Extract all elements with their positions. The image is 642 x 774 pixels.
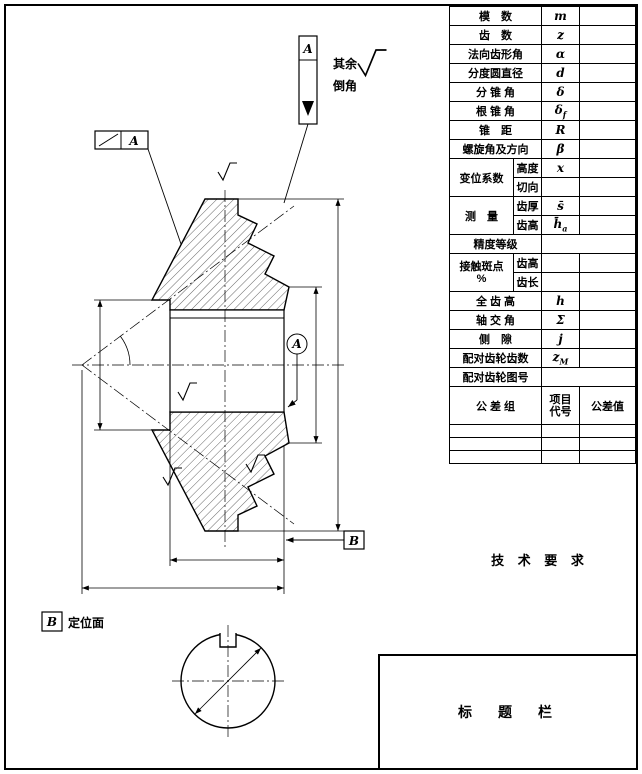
datum-a-label: A [128, 134, 138, 148]
tolerance-row-cell [449, 450, 542, 464]
param-sublabel: 齿长 [513, 272, 542, 292]
gear-parameter-table: 模 数 m 齿 数 z 法向齿形角 α 分度圆直径 d 分 锥 角 δ 根 锥 … [449, 6, 636, 464]
param-value [579, 348, 636, 368]
param-value [579, 329, 636, 349]
param-label: 接触斑点% [449, 253, 514, 292]
param-symbol: d [541, 63, 580, 83]
param-symbol [541, 272, 580, 292]
param-symbol: δf [541, 101, 580, 121]
param-sublabel: 齿高 [513, 215, 542, 235]
param-value [579, 177, 636, 197]
tolerance-group-label: 公 差 组 [449, 386, 542, 425]
tolerance-row-cell [579, 437, 636, 451]
param-value [579, 82, 636, 102]
tolerance-row-cell [541, 450, 580, 464]
datum-triangle-icon [302, 101, 314, 116]
param-value [541, 367, 636, 387]
param-label: 锥 距 [449, 120, 542, 140]
other-surfaces-label: 其余 [333, 56, 358, 71]
param-label: 精度等级 [449, 234, 542, 254]
param-symbol: zM [541, 348, 580, 368]
param-value [579, 6, 636, 26]
param-symbol: h [541, 291, 580, 311]
param-label: 法向齿形角 [449, 44, 542, 64]
param-label: 轴 交 角 [449, 310, 542, 330]
param-symbol [541, 253, 580, 273]
param-sublabel: 高度 [513, 158, 542, 178]
tolerance-row-cell [449, 437, 542, 451]
param-sublabel: 切向 [513, 177, 542, 197]
param-value [579, 25, 636, 45]
param-value [579, 120, 636, 140]
param-label: 全 齿 高 [449, 291, 542, 311]
title-block: 标 题 栏 [378, 654, 638, 770]
param-symbol: δ [541, 82, 580, 102]
param-label: 配对齿轮齿数 [449, 348, 542, 368]
tolerance-row-cell [541, 424, 580, 438]
tolerance-value-header: 公差值 [579, 386, 636, 425]
surface-finish-icon [217, 162, 238, 181]
surface-finish-icon [357, 49, 388, 77]
chamfer-label: 倒角 [332, 78, 357, 93]
param-symbol: x [541, 158, 580, 178]
tolerance-row-cell [579, 424, 636, 438]
surface-a-label: A [302, 42, 312, 56]
param-symbol: β [541, 139, 580, 159]
param-label: 测 量 [449, 196, 514, 235]
param-label: 分 锥 角 [449, 82, 542, 102]
param-label: 配对齿轮图号 [449, 367, 542, 387]
param-sublabel: 齿高 [513, 253, 542, 273]
param-label: 侧 隙 [449, 329, 542, 349]
datum-b-legend-label: B [46, 615, 57, 629]
locating-face-label: 定位面 [68, 615, 104, 630]
datum-b-label: B [348, 534, 359, 548]
param-symbol: z [541, 25, 580, 45]
param-label: 螺旋角及方向 [449, 139, 542, 159]
centerlines [72, 190, 344, 739]
tolerance-row-cell [579, 450, 636, 464]
keyway-cutout [220, 629, 236, 647]
technical-requirements-heading: 技 术 要 求 [491, 553, 589, 568]
cone-angle-arc [120, 335, 131, 366]
param-symbol: R [541, 120, 580, 140]
param-value [579, 101, 636, 121]
param-label: 分度圆直径 [449, 63, 542, 83]
param-value [579, 63, 636, 83]
dimension-lines [81, 198, 344, 715]
datum-flag-a [94, 130, 182, 245]
param-value [579, 215, 636, 235]
param-sublabel: 齿厚 [513, 196, 542, 216]
param-value [579, 44, 636, 64]
param-value [579, 139, 636, 159]
param-symbol [541, 177, 580, 197]
param-symbol: s̄ [541, 196, 580, 216]
title-block-label: 标 题 栏 [458, 704, 558, 720]
param-label: 根 锥 角 [449, 101, 542, 121]
param-symbol: Σ [541, 310, 580, 330]
param-value [579, 253, 636, 273]
param-symbol: α [541, 44, 580, 64]
param-symbol: j [541, 329, 580, 349]
tolerance-row-cell [449, 424, 542, 438]
param-value [579, 310, 636, 330]
param-label: 模 数 [449, 6, 542, 26]
circled-a-reference [286, 333, 308, 408]
datum-b-legend-box [41, 611, 63, 632]
param-symbol: h̄a [541, 215, 580, 235]
param-label: 齿 数 [449, 25, 542, 45]
param-value [579, 272, 636, 292]
sheet-border [4, 4, 638, 770]
tolerance-item-code-header: 项目代号 [541, 386, 580, 425]
datum-flag-b [286, 530, 365, 550]
circle-a-label: A [291, 337, 301, 351]
tolerance-row-cell [541, 437, 580, 451]
surface-datum-box-a [283, 35, 318, 204]
param-value [579, 291, 636, 311]
param-value [579, 196, 636, 216]
param-label: 变位系数 [449, 158, 514, 197]
param-value [541, 234, 636, 254]
param-value [579, 158, 636, 178]
param-symbol: m [541, 6, 580, 26]
